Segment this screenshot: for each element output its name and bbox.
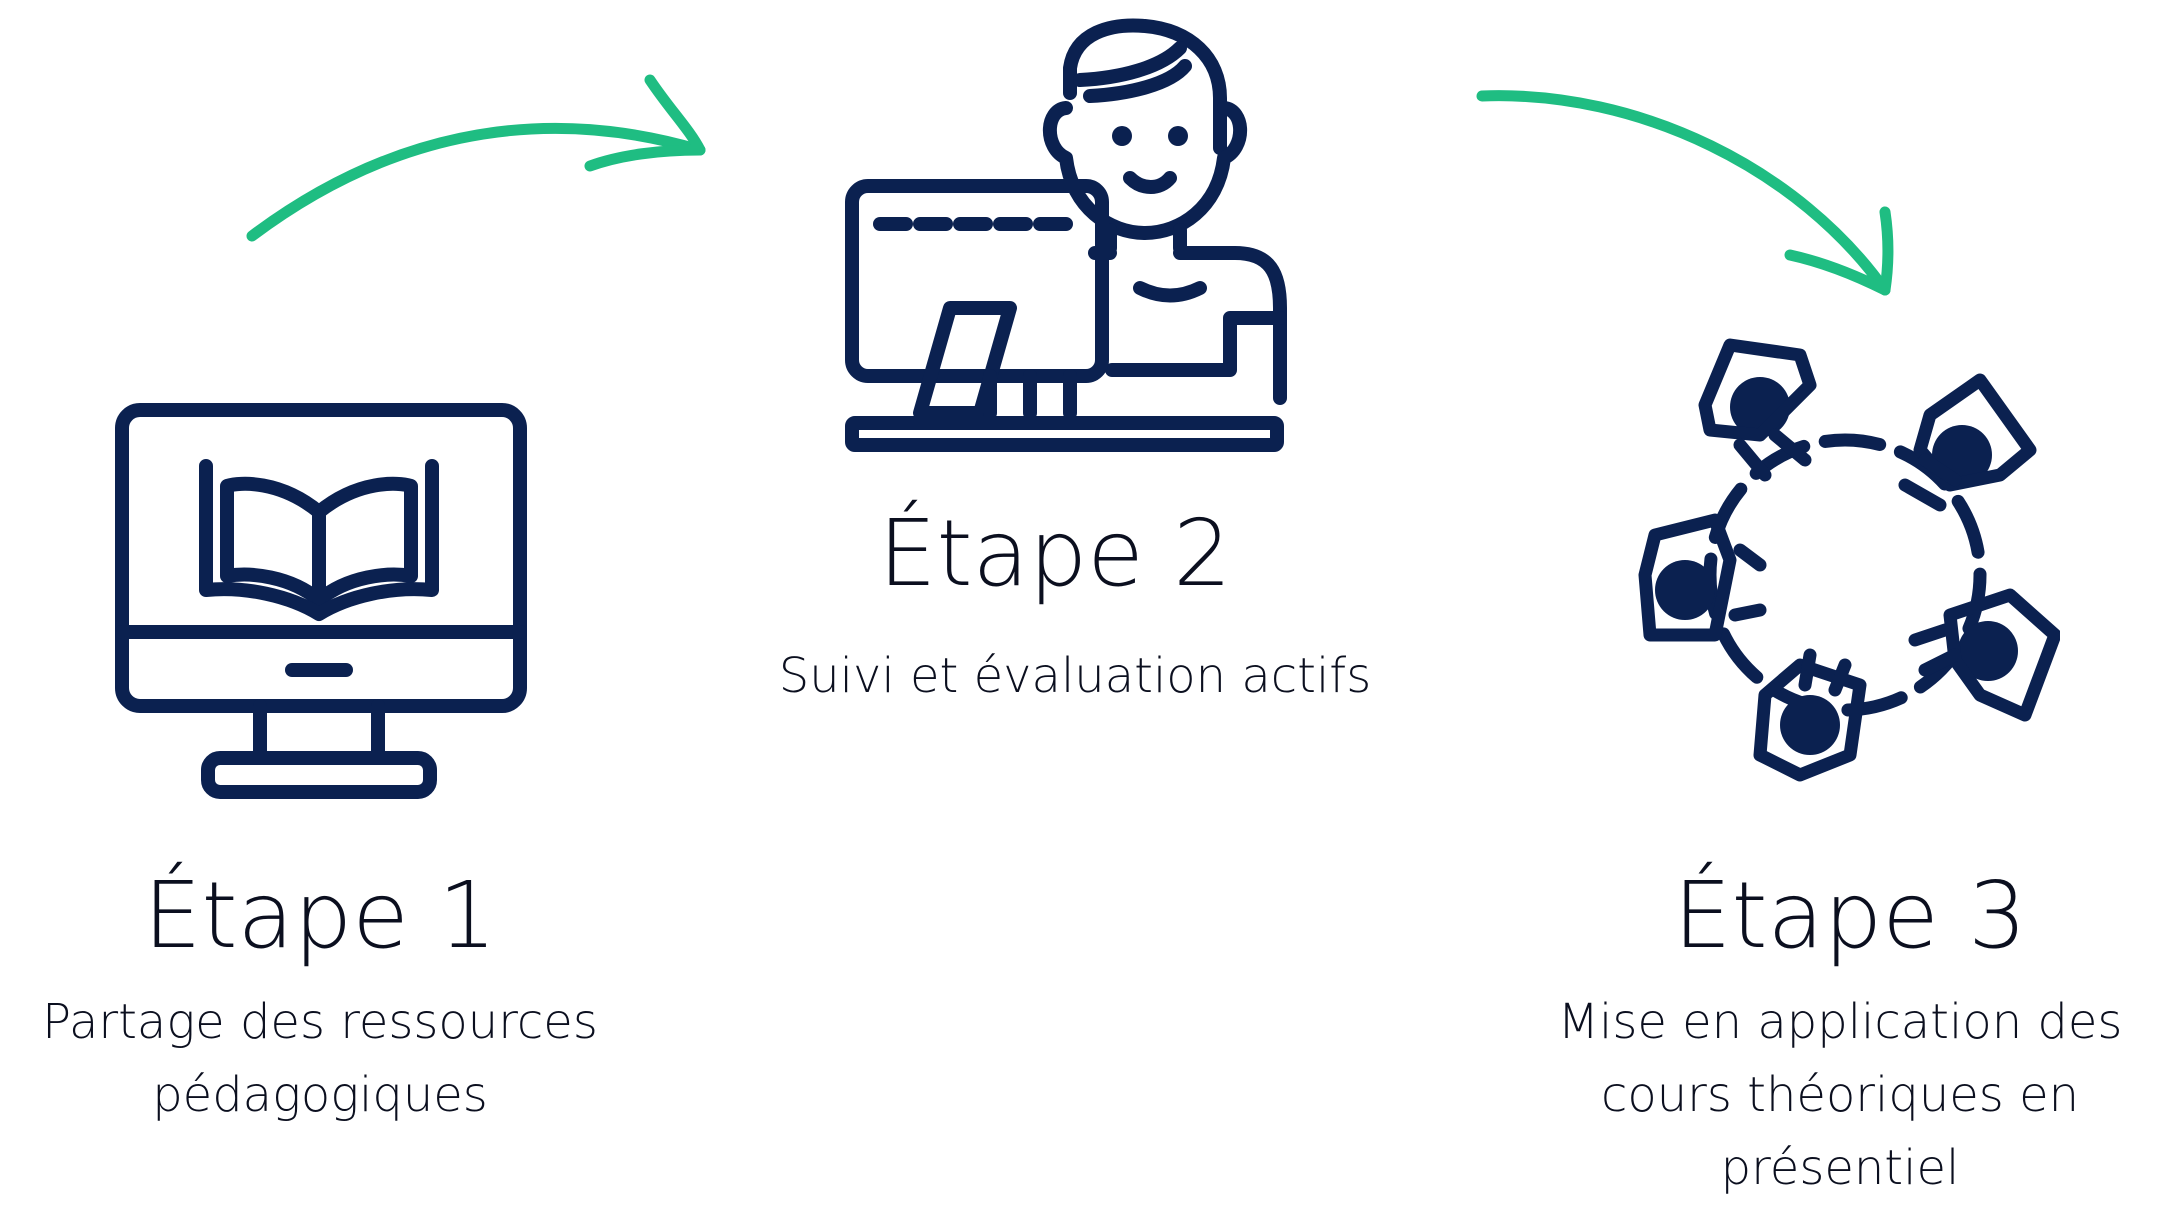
step-2-description: Suivi et évaluation actifs bbox=[735, 640, 1415, 713]
step-3-description-line: cours théoriques en bbox=[1600, 1067, 2080, 1123]
step-1-title: Étape 1 bbox=[143, 862, 497, 969]
curved-arrow-icon bbox=[1476, 90, 1894, 296]
step-1-description-line: pédagogiques bbox=[152, 1067, 488, 1123]
curved-arrow-icon bbox=[246, 74, 706, 242]
step-3-title: Étape 3 bbox=[1673, 862, 2027, 969]
step-1-description: Partage des ressources pédagogiques bbox=[0, 986, 640, 1132]
step-3-description-line: présentiel bbox=[1720, 1140, 1960, 1196]
step-3-description-line: Mise en application des bbox=[1557, 994, 2123, 1050]
step-2-description-line: Suivi et évaluation actifs bbox=[778, 648, 1372, 704]
step-3-description: Mise en application des cours théoriques… bbox=[1520, 986, 2160, 1205]
step-2-title: Étape 2 bbox=[878, 500, 1232, 607]
monitor-book-icon bbox=[115, 403, 527, 799]
person-at-computer-icon bbox=[845, 18, 1287, 452]
step-1-description-line: Partage des ressources bbox=[42, 994, 598, 1050]
people-circle-icon bbox=[1638, 338, 2060, 782]
